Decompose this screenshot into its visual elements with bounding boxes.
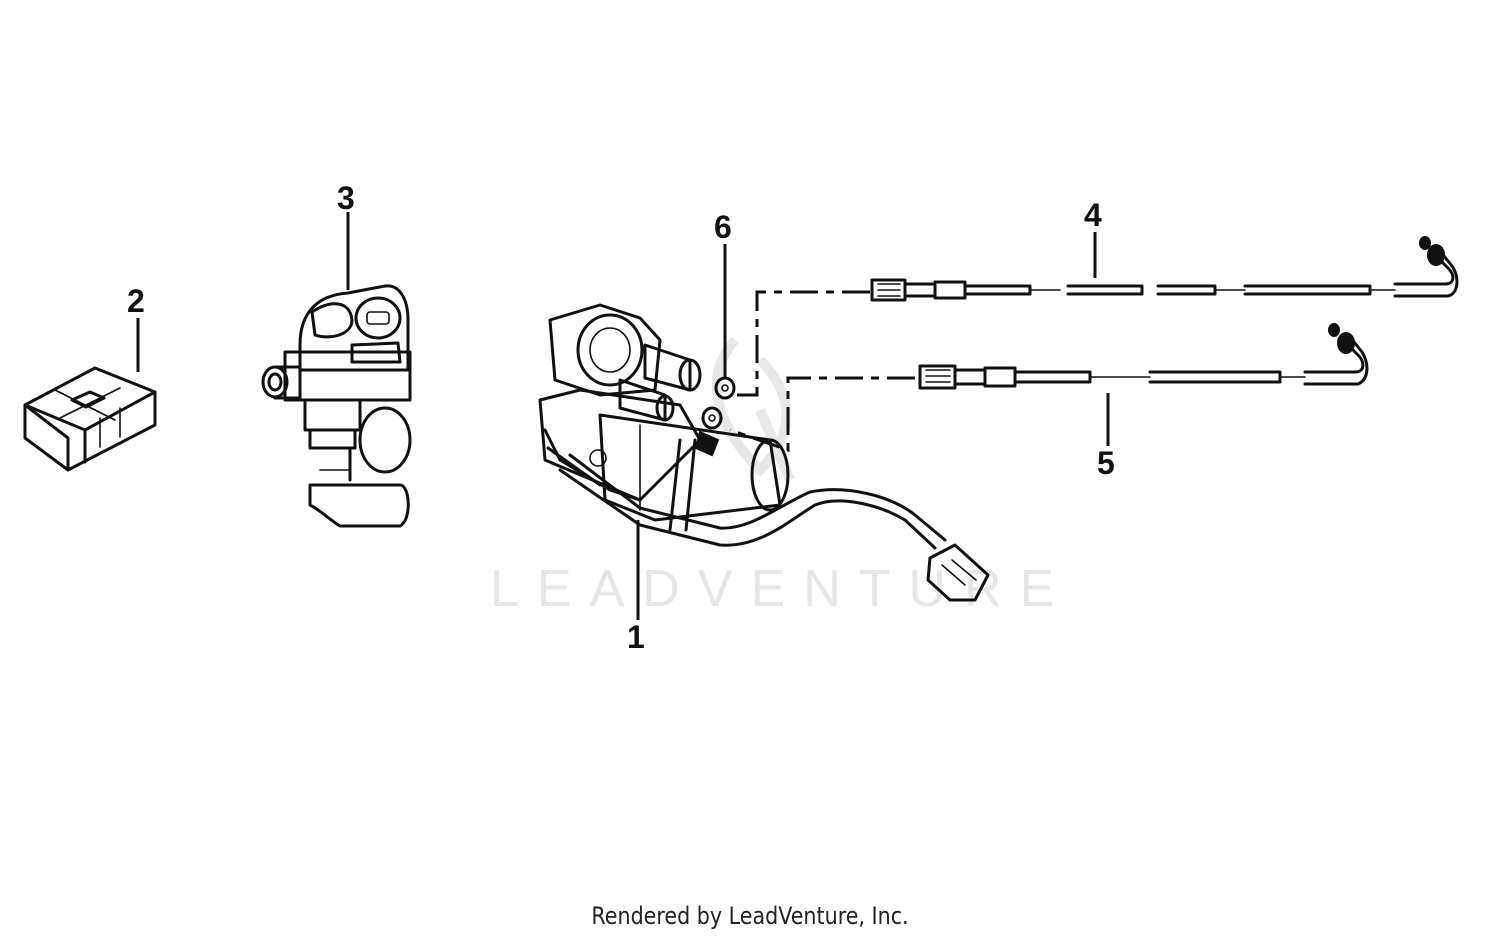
callout-2: 2 xyxy=(127,283,145,319)
part-1-actuator-assembly[interactable] xyxy=(538,303,990,602)
callout-5: 5 xyxy=(1097,445,1115,481)
part-2-box[interactable] xyxy=(23,366,157,472)
callout-6: 6 xyxy=(714,209,732,245)
footer-credit: Rendered by LeadVenture, Inc. xyxy=(591,902,909,930)
part-4-cable[interactable] xyxy=(870,236,1459,302)
callout-3: 3 xyxy=(337,180,355,216)
watermark-text: LEADVENTURE xyxy=(490,560,1072,618)
part-5-cable[interactable] xyxy=(918,323,1369,390)
part-3-switch-assembly[interactable] xyxy=(261,284,412,528)
connection-line-4 xyxy=(735,290,870,397)
callout-4: 4 xyxy=(1084,197,1102,233)
connection-line-5 xyxy=(729,376,915,453)
callout-1: 1 xyxy=(627,619,645,655)
